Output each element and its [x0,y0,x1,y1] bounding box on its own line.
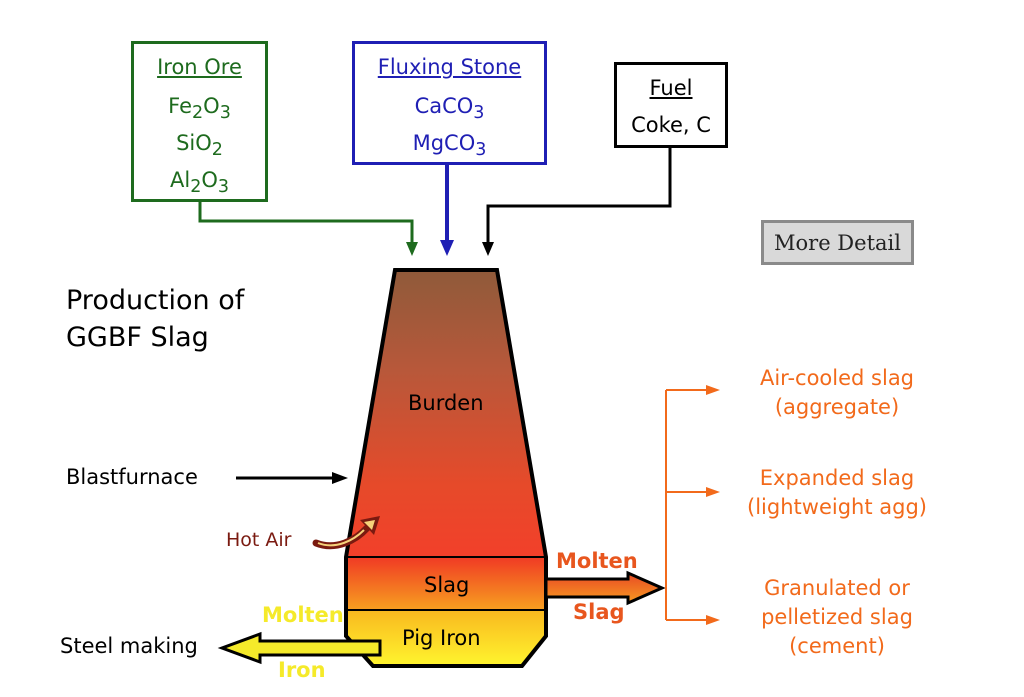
molten-slag-arrow [544,570,666,606]
iron-ore-feed-line [198,201,414,244]
fuel-coke: Coke, C [631,113,711,137]
iron-ore-al2o3: Al2O3 [169,168,229,198]
output-air-cooled-line-2: (aggregate) [774,395,900,419]
diagram-title-line-1: Production of [66,285,245,316]
output-expanded-slag: Expanded slag (lightweight agg) [726,464,948,522]
output-expanded-line-1: Expanded slag [759,466,915,490]
fuel-box: Fuel Coke, C [614,62,728,148]
furnace-burden-zone [346,270,546,557]
hot-air-label: Hot Air [226,529,292,551]
fluxing-stone-title: Fluxing Stone [377,55,522,79]
output-granulated-line-1: Granulated or [764,576,910,600]
output-air-cooled-slag: Air-cooled slag (aggregate) [726,364,948,422]
molten-slag-label-top: Molten [556,549,638,573]
diagram-title-line-2: GGBF Slag [66,322,209,353]
output-granulated-slag: Granulated or pelletized slag (cement) [726,574,948,661]
iron-ore-box: Iron Ore Fe2O3 SiO2 Al2O3 [131,41,268,202]
fuel-feed-line [486,146,672,244]
output-arrowhead-air-cooled [706,385,720,395]
fuel-feed-arrowhead [482,242,494,256]
output-granulated-line-3: (cement) [789,634,885,658]
steel-making-label: Steel making [60,634,198,658]
blastfurnace-label: Blastfurnace [66,465,198,489]
molten-iron-arrow [217,631,382,665]
molten-iron-label-bottom: Iron [278,658,326,682]
iron-ore-feed-arrowhead [406,242,418,256]
pig-iron-label: Pig Iron [402,626,481,650]
furnace-iron-zone [346,610,546,666]
hot-air-arrow-inner [317,529,365,547]
furnace-outline [344,268,548,668]
fuel-title: Fuel [649,76,693,100]
flux-feed-arrowhead [440,240,454,256]
output-arrowhead-granulated [706,615,720,625]
flux-caco3: CaCO3 [414,94,485,124]
output-arrowhead-expanded [706,487,720,497]
slag-label: Slag [424,573,470,597]
flux-mgco3: MgCO3 [412,131,487,161]
molten-iron-label-top: Molten [262,603,344,627]
molten-slag-label-bottom: Slag [573,600,625,624]
fluxing-stone-box: Fluxing Stone CaCO3 MgCO3 [352,41,547,165]
burden-label: Burden [408,391,484,415]
output-granulated-line-2: pelletized slag [761,605,913,629]
furnace-slag-zone [346,557,546,610]
iron-ore-title: Iron Ore [157,55,242,79]
hot-air-arrowhead-inner [364,520,375,530]
output-air-cooled-line-1: Air-cooled slag [759,366,915,390]
output-expanded-line-2: (lightweight agg) [747,495,927,519]
iron-ore-sio2: SiO2 [176,131,223,161]
more-detail-button[interactable]: More Detail [761,220,914,265]
blastfurnace-pointer-arrowhead [332,472,348,484]
iron-ore-fe2o3: Fe2O3 [168,94,231,124]
